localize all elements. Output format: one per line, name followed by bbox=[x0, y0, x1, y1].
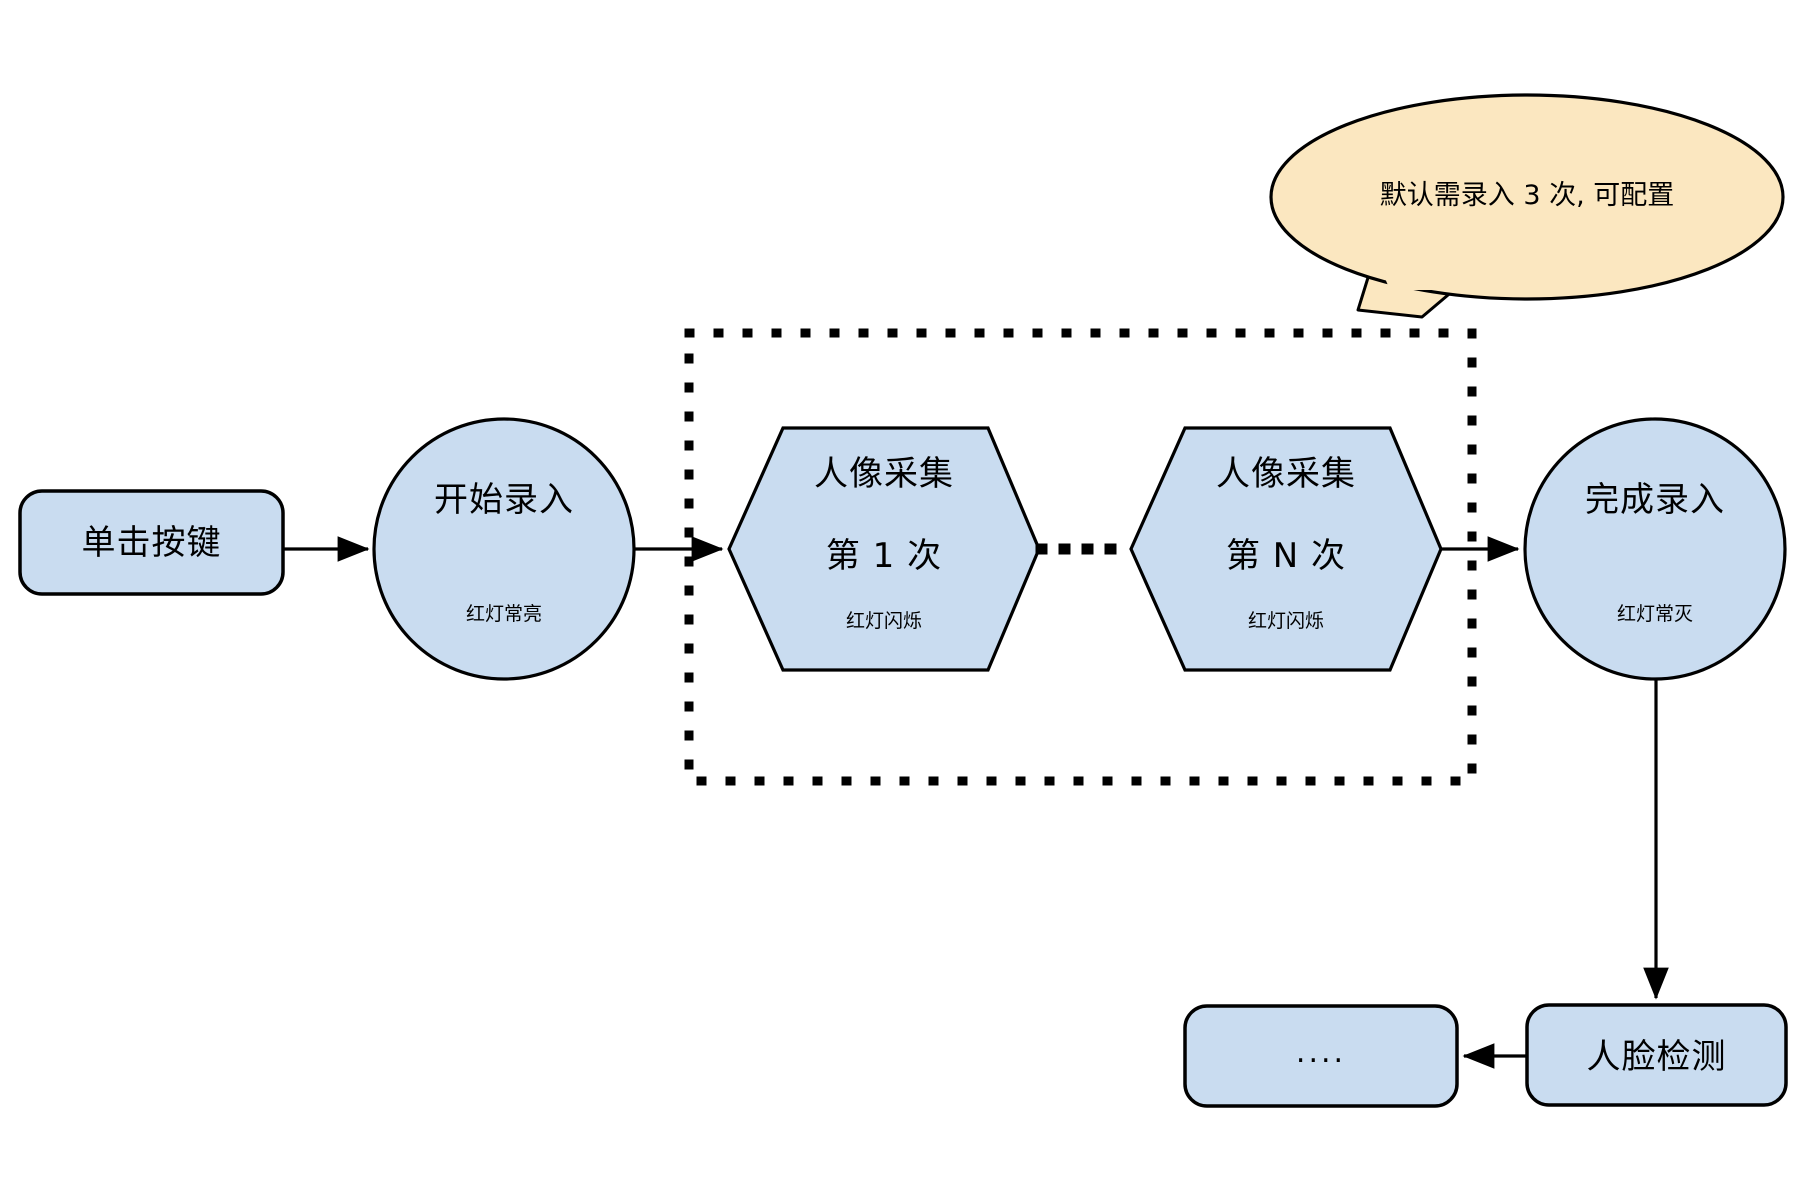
callout-bubble-shape bbox=[1269, 93, 1785, 301]
node-capture-n-shape[interactable] bbox=[1129, 426, 1443, 672]
node-capture-1-shape[interactable] bbox=[727, 426, 1041, 672]
node-click-key-shape[interactable] bbox=[18, 489, 285, 596]
node-more-steps-shape[interactable] bbox=[1183, 1004, 1459, 1108]
node-start-enroll-shape[interactable] bbox=[372, 417, 636, 681]
capture-group-border bbox=[684, 328, 1477, 786]
node-face-detect-shape[interactable] bbox=[1525, 1003, 1788, 1107]
node-finish-enroll-shape[interactable] bbox=[1523, 417, 1787, 681]
callout-tail-cover bbox=[1378, 262, 1480, 290]
